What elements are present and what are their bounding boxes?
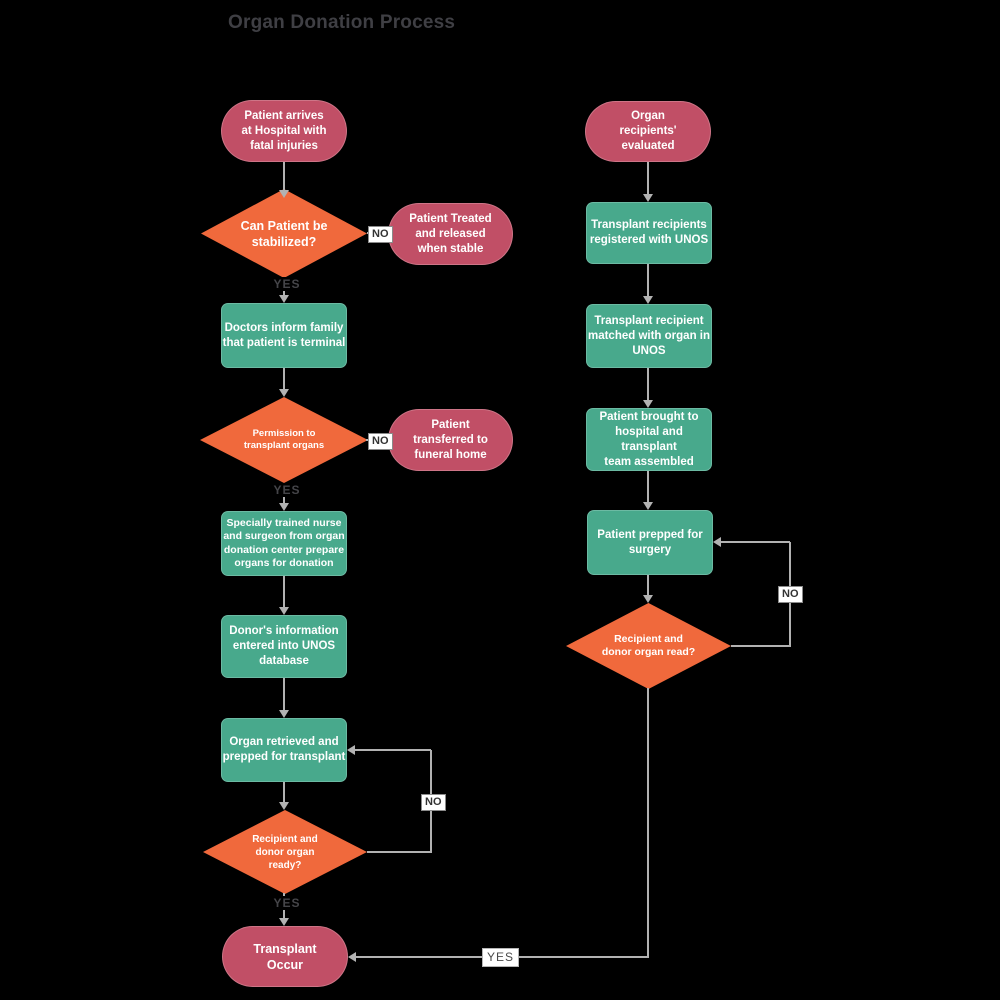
- node-permission: Permission to transplant organs: [200, 397, 368, 483]
- node-recipients-evaluated: Organ recipients' evaluated: [585, 101, 711, 162]
- arrowhead-left-icon: [348, 952, 356, 962]
- arrowhead-down-icon: [279, 389, 289, 397]
- connector-segment: [355, 749, 431, 751]
- edge-label-yes-ready-left: YES: [266, 896, 308, 910]
- node-registered-unos: Transplant recipients registered with UN…: [586, 202, 712, 264]
- node-matched-unos: Transplant recipient matched with organ …: [586, 304, 712, 368]
- connector-segment: [647, 688, 649, 958]
- node-patient-treated-label: Patient Treated and released when stable: [409, 212, 492, 255]
- node-ready-right: Recipient and donor organ read?: [566, 603, 731, 689]
- node-prepare-organs: Specially trained nurse and surgeon from…: [221, 511, 347, 576]
- node-brought-hospital-label: Patient brought to hospital and transpla…: [599, 410, 699, 468]
- node-recipients-evaluated-label: Organ recipients' evaluated: [619, 110, 677, 152]
- node-funeral-home-label: Patient transferred to funeral home: [413, 418, 488, 461]
- arrowhead-down-icon: [279, 607, 289, 615]
- connector-segment: [283, 162, 285, 192]
- arrowhead-down-icon: [279, 295, 289, 303]
- connector-segment: [721, 541, 790, 543]
- connector-segment: [283, 678, 285, 711]
- arrowhead-down-icon: [643, 296, 653, 304]
- connector-segment: [283, 782, 285, 803]
- node-inform-family: Doctors inform family that patient is te…: [221, 303, 347, 368]
- arrowhead-down-icon: [279, 802, 289, 810]
- node-patient-arrives-label: Patient arrives at Hospital with fatal i…: [241, 109, 327, 152]
- arrowhead-left-icon: [713, 537, 721, 547]
- arrowhead-down-icon: [279, 710, 289, 718]
- arrowhead-down-icon: [643, 400, 653, 408]
- edge-label-no-ready-left: NO: [421, 794, 446, 811]
- node-can-stabilize-label: Can Patient be stabilized?: [240, 218, 328, 249]
- arrowhead-down-icon: [279, 918, 289, 926]
- node-organ-retrieved: Organ retrieved and prepped for transpla…: [221, 718, 347, 782]
- node-prepped-surgery-label: Patient prepped for surgery: [597, 528, 703, 556]
- node-patient-treated: Patient Treated and released when stable: [388, 203, 513, 265]
- node-prepped-surgery: Patient prepped for surgery: [587, 510, 713, 575]
- node-ready-left-label: Recipient and donor organ ready?: [252, 833, 318, 871]
- node-registered-unos-label: Transplant recipients registered with UN…: [589, 219, 709, 246]
- connector-segment: [731, 645, 791, 647]
- arrowhead-down-icon: [279, 190, 289, 198]
- node-patient-arrives: Patient arrives at Hospital with fatal i…: [221, 100, 347, 162]
- node-prepare-organs-label: Specially trained nurse and surgeon from…: [223, 516, 345, 570]
- node-transplant-occur-label: Transplant Occur: [253, 941, 317, 972]
- edge-label-yes-stabilize: YES: [266, 277, 308, 291]
- node-inform-family-label: Doctors inform family that patient is te…: [222, 321, 346, 349]
- node-donor-info-label: Donor's information entered into UNOS da…: [229, 625, 339, 667]
- arrowhead-left-icon: [347, 745, 355, 755]
- connector-segment: [647, 471, 649, 503]
- edge-label-no-ready-right: NO: [778, 586, 803, 603]
- node-ready-right-label: Recipient and donor organ read?: [601, 633, 696, 658]
- node-organ-retrieved-label: Organ retrieved and prepped for transpla…: [222, 736, 346, 763]
- connector-segment: [647, 264, 649, 297]
- arrowhead-down-icon: [279, 503, 289, 511]
- node-ready-left: Recipient and donor organ ready?: [203, 810, 367, 894]
- node-matched-unos-label: Transplant recipient matched with organ …: [587, 314, 711, 357]
- connector-segment: [283, 576, 285, 608]
- edge-label-yes-transplant: YES: [482, 948, 520, 967]
- arrowhead-down-icon: [643, 502, 653, 510]
- diagram-title: Organ Donation Process: [228, 12, 456, 33]
- node-permission-label: Permission to transplant organs: [243, 428, 325, 451]
- connector-segment: [647, 368, 649, 401]
- node-can-stabilize: Can Patient be stabilized?: [201, 189, 367, 278]
- edge-label-no-stabilize: NO: [368, 226, 393, 243]
- connector-segment: [647, 575, 649, 596]
- connector-segment: [367, 851, 432, 853]
- node-donor-info: Donor's information entered into UNOS da…: [221, 615, 347, 678]
- node-transplant-occur: Transplant Occur: [222, 926, 348, 987]
- edge-label-no-permission: NO: [368, 433, 393, 450]
- arrowhead-down-icon: [643, 194, 653, 202]
- edge-label-yes-permission: YES: [266, 483, 308, 497]
- node-brought-hospital: Patient brought to hospital and transpla…: [586, 408, 712, 471]
- node-funeral-home: Patient transferred to funeral home: [388, 409, 513, 471]
- arrowhead-down-icon: [643, 595, 653, 603]
- connector-segment: [283, 368, 285, 390]
- connector-segment: [647, 162, 649, 195]
